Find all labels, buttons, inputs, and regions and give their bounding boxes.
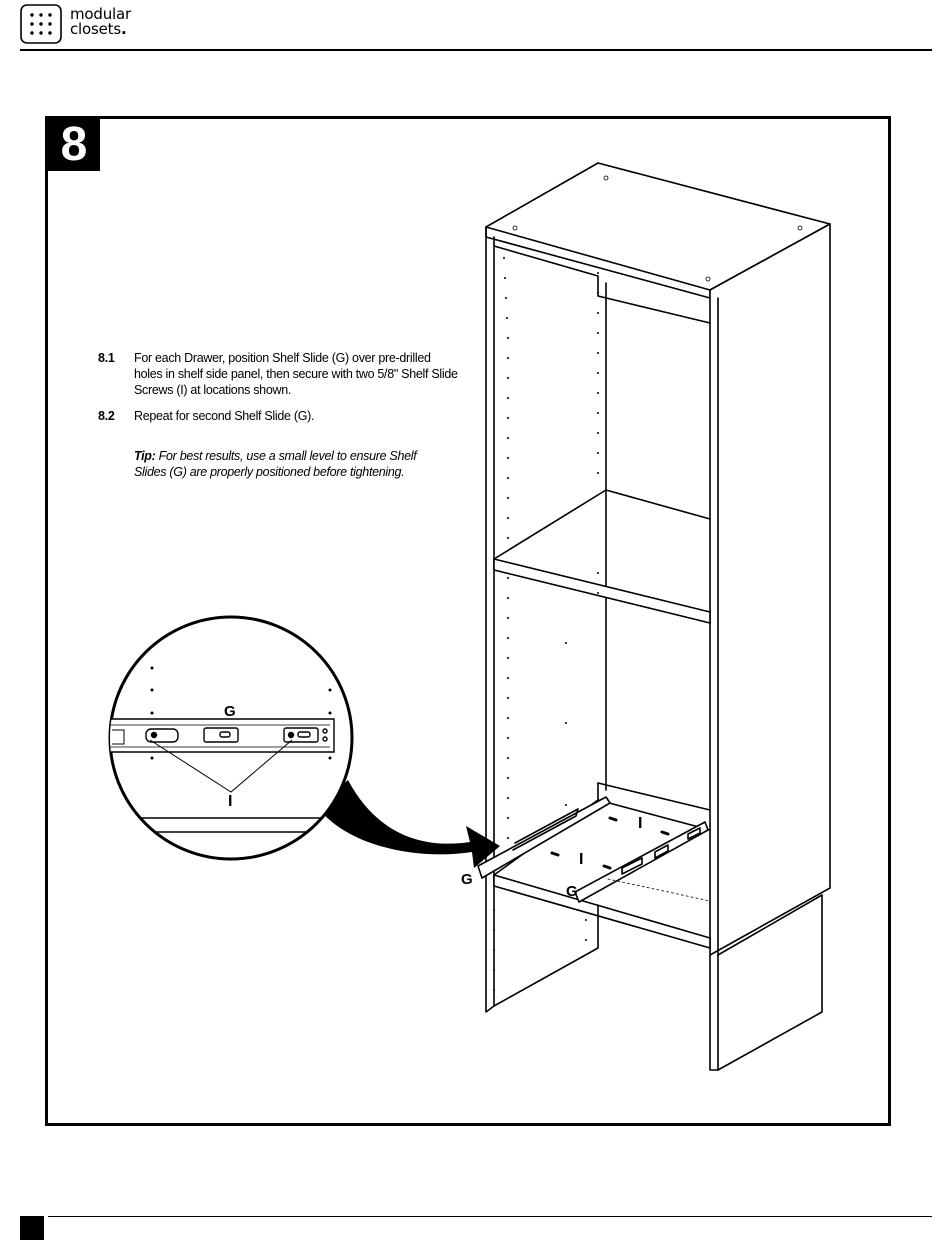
step-panel: 8 <box>45 116 891 1126</box>
instruction-item: 8.1 For each Drawer, position Shelf Slid… <box>98 350 460 398</box>
instruction-number: 8.2 <box>98 409 115 423</box>
brand-name: modular closets. <box>70 7 131 37</box>
instruction-number: 8.1 <box>98 351 115 365</box>
step-number-badge: 8 <box>48 119 100 171</box>
instruction-text: For each Drawer, position Shelf Slide (G… <box>134 351 458 397</box>
step-instructions: 8.1 For each Drawer, position Shelf Slid… <box>98 350 460 480</box>
instruction-text: Repeat for second Shelf Slide (G). <box>134 409 315 423</box>
footer-divider <box>48 1216 932 1217</box>
modular-closets-logo-icon <box>20 4 62 44</box>
tip-note: Tip: For best results, use a small level… <box>134 448 434 480</box>
header-divider <box>20 49 932 51</box>
page-header: modular closets. <box>0 0 950 52</box>
instruction-item: 8.2 Repeat for second Shelf Slide (G). <box>98 408 460 424</box>
footer-page-marker <box>20 1216 44 1240</box>
brand-dot: . <box>120 20 127 38</box>
brand-line-1: modular <box>70 5 131 23</box>
tip-text: For best results, use a small level to e… <box>134 449 417 479</box>
brand-line-2: closets <box>70 20 121 38</box>
tip-label: Tip: <box>134 449 156 463</box>
